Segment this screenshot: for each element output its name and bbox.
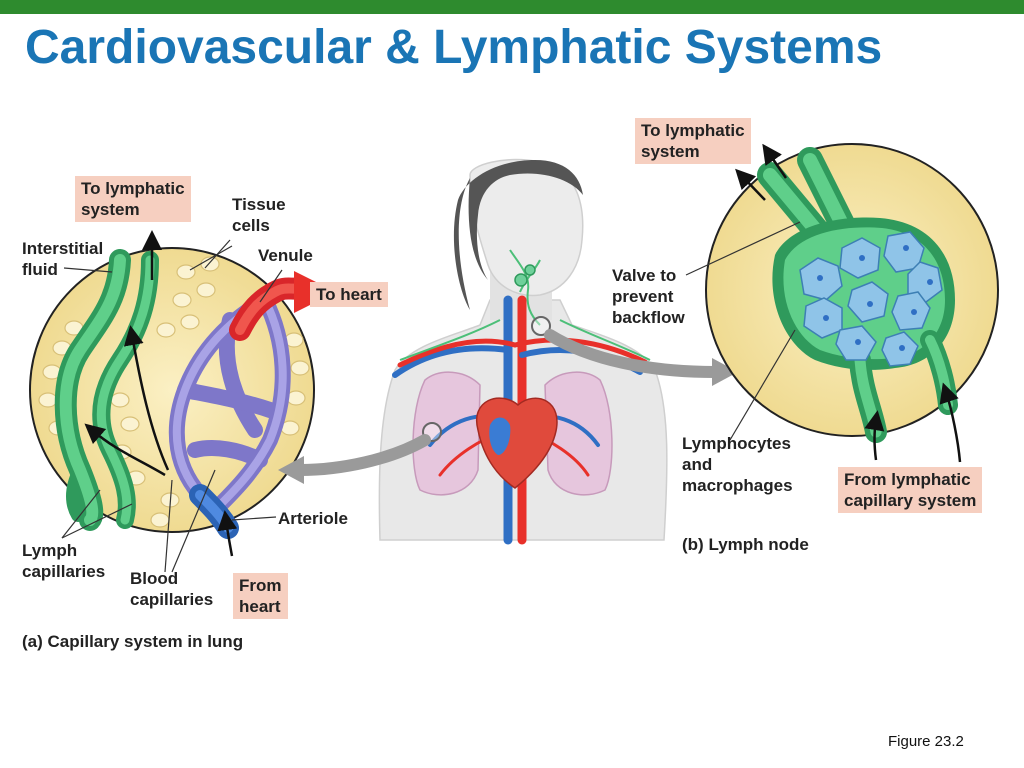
label-from-lymphatic: From lymphatic capillary system <box>838 467 983 513</box>
label-valve: Valve to prevent backflow <box>612 266 685 327</box>
caption-a-text: Capillary system in lung <box>47 632 244 651</box>
label-lymphocytes: Lymphocytes and macrophages <box>682 434 793 495</box>
label-from-heart: From heart <box>233 573 288 619</box>
figure-reference: Figure 23.2 <box>888 733 964 750</box>
caption-a: (a) Capillary system in lung <box>22 632 243 652</box>
label-arteriole: Arteriole <box>278 509 348 528</box>
label-b-to-lymphatic: To lymphatic system <box>635 118 751 164</box>
caption-a-letter: (a) <box>22 632 43 651</box>
label-tissue-cells: Tissue cells <box>232 195 286 235</box>
top-bar <box>0 0 1024 14</box>
slide-title: Cardiovascular & Lymphatic Systems <box>25 21 883 74</box>
label-a-to-lymphatic: To lymphatic system <box>75 176 191 222</box>
label-interstitial-fluid: Interstitial fluid <box>22 239 104 279</box>
caption-b-letter: (b) <box>682 535 704 554</box>
capillary-circle <box>29 230 336 573</box>
label-blood-capillaries: Blood capillaries <box>130 569 214 609</box>
label-lymph-capillaries: Lymph capillaries <box>22 541 106 581</box>
label-venule: Venule <box>258 246 313 265</box>
lymph-node-circle <box>685 143 999 463</box>
caption-b-text: Lymph node <box>708 535 809 554</box>
label-to-heart: To heart <box>310 282 388 307</box>
human-torso <box>278 158 738 545</box>
caption-b: (b) Lymph node <box>682 535 809 555</box>
